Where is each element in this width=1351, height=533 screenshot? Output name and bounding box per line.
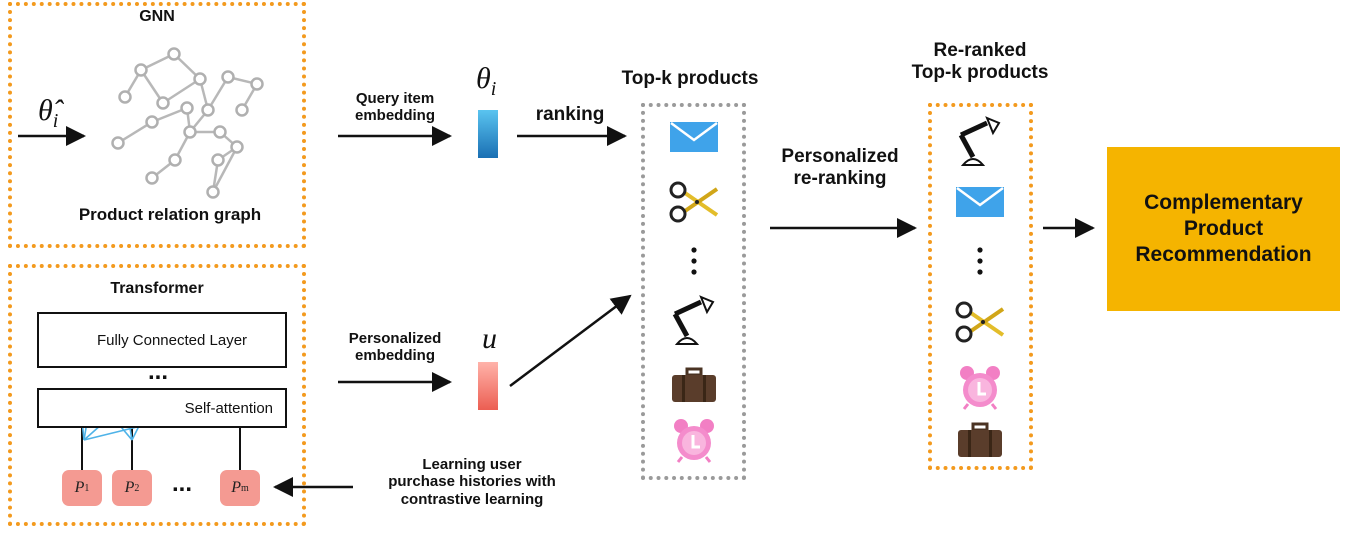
transformer-title: Transformer [110,280,204,297]
histories-label: Learning user purchase histories with co… [388,456,556,508]
reranked-item-briefcase-icon [957,422,1003,458]
reranked-item-desk-lamp-icon [953,115,1007,167]
reranked-title: Re-ranked Top-k products [911,40,1049,83]
fully-connected-layer: Fully Connected Layer [37,312,287,368]
purchase-connectors [81,428,241,470]
history-ellipsis: ... [172,470,193,497]
user-to-topk-arrow [509,294,632,387]
user-embedding-bar [478,362,498,410]
topk-item-alarm-clock-icon [672,417,716,463]
gnn-title: GNN [139,8,175,25]
query-embedding-bar [478,110,498,158]
reranked-box [928,103,1033,470]
topk-item-vertical-ellipsis [689,246,699,276]
query-embedding-label: Query item embedding [354,90,435,125]
user-symbol: u [482,322,497,355]
topk-item-scissors-icon [667,177,721,227]
recommendation-result: Complementary Product Recommendation [1107,147,1340,311]
reranked-item-envelope-icon [955,186,1005,218]
theta-hat-symbol: θ̂i [38,94,59,132]
topk-item-briefcase-icon [671,367,717,403]
layer-ellipsis: ... [148,358,169,385]
topk-title: Top-k products [621,68,759,89]
graph-label: Product relation graph [78,205,262,224]
reranking-label: Personalized re-ranking [781,146,899,189]
topk-box [641,103,746,480]
product-relation-graph [111,47,264,199]
topk-item-envelope-icon [669,121,719,153]
ranking-label: ranking [535,104,605,125]
topk-item-desk-lamp-icon [667,294,721,346]
reranked-item-alarm-clock-icon [958,364,1002,410]
reranked-item-vertical-ellipsis [975,246,985,276]
self-attention-layer: Self-attention [37,388,287,428]
reranked-item-scissors-icon [953,297,1007,347]
personalized-embedding-label: Personalized embedding [348,330,442,365]
transformer-box [8,264,306,526]
theta-symbol: θi [476,62,497,100]
gnn-box [8,2,306,248]
